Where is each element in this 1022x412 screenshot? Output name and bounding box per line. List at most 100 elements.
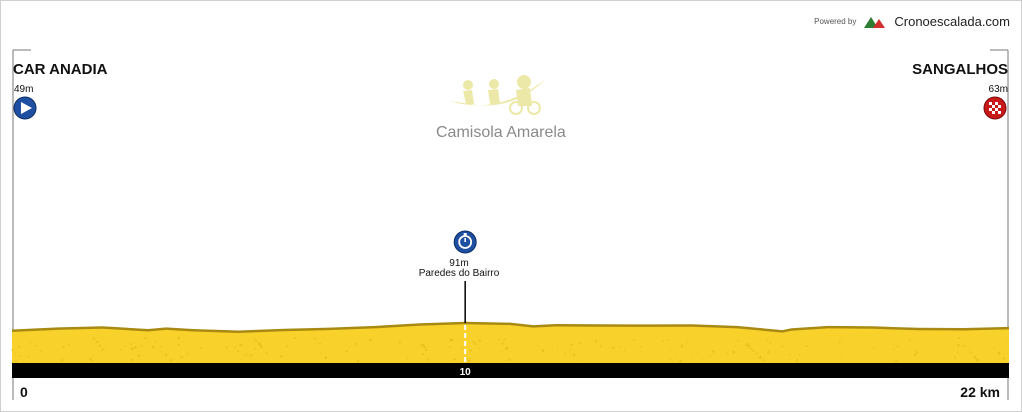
texture-speck bbox=[892, 348, 895, 351]
texture-speck bbox=[60, 359, 64, 362]
texture-speck bbox=[998, 353, 1001, 355]
texture-speck bbox=[905, 343, 907, 345]
texture-speck bbox=[253, 341, 255, 343]
texture-speck bbox=[710, 355, 712, 358]
texture-speck bbox=[151, 345, 155, 349]
texture-speck bbox=[255, 340, 258, 342]
texture-speck bbox=[11, 348, 14, 351]
axis-end-label: 22 km bbox=[960, 384, 1000, 400]
texture-speck bbox=[623, 350, 626, 352]
texture-speck bbox=[180, 356, 183, 359]
texture-speck bbox=[67, 343, 70, 346]
texture-speck bbox=[257, 342, 261, 346]
distance-axis-bar bbox=[12, 363, 1009, 378]
texture-speck bbox=[747, 344, 750, 348]
texture-speck bbox=[134, 346, 137, 349]
texture-speck bbox=[469, 349, 473, 352]
texture-speck bbox=[319, 342, 321, 345]
texture-speck bbox=[421, 353, 425, 356]
brand-link[interactable]: Cronoescalada.com bbox=[894, 14, 1010, 29]
texture-speck bbox=[872, 347, 874, 350]
texture-speck bbox=[914, 349, 917, 352]
texture-speck bbox=[758, 356, 762, 360]
texture-speck bbox=[570, 343, 573, 347]
powered-by-label: Powered by bbox=[814, 17, 857, 26]
texture-speck bbox=[619, 346, 621, 348]
texture-speck bbox=[756, 352, 759, 355]
profile-texture bbox=[11, 336, 1009, 363]
texture-speck bbox=[449, 338, 453, 342]
texture-speck bbox=[254, 347, 257, 350]
texture-speck bbox=[426, 358, 429, 361]
finish-altitude: 63m bbox=[988, 84, 1008, 95]
texture-speck bbox=[767, 350, 770, 354]
texture-speck bbox=[795, 359, 798, 361]
texture-speck bbox=[356, 360, 360, 363]
texture-speck bbox=[40, 350, 42, 352]
texture-speck bbox=[500, 350, 502, 353]
texture-speck bbox=[460, 339, 462, 341]
texture-speck bbox=[506, 347, 509, 350]
texture-speck bbox=[973, 355, 977, 359]
texture-speck bbox=[680, 345, 684, 348]
texture-speck bbox=[177, 336, 180, 340]
texture-speck bbox=[732, 350, 736, 354]
texture-speck bbox=[259, 344, 263, 347]
texture-speck bbox=[968, 349, 970, 351]
texture-speck bbox=[103, 349, 105, 351]
texture-speck bbox=[93, 338, 96, 341]
texture-speck bbox=[29, 341, 31, 344]
texture-speck bbox=[765, 338, 768, 341]
watermark-text: Camisola Amarela bbox=[436, 124, 566, 141]
texture-speck bbox=[666, 338, 669, 341]
texture-speck bbox=[537, 345, 539, 347]
texture-speck bbox=[681, 344, 683, 346]
texture-speck bbox=[470, 358, 472, 360]
texture-speck bbox=[186, 353, 188, 356]
texture-speck bbox=[963, 344, 966, 347]
texture-speck bbox=[578, 342, 581, 345]
texture-speck bbox=[354, 342, 358, 345]
axis-start-label: 0 bbox=[20, 384, 28, 400]
texture-speck bbox=[969, 351, 972, 354]
texture-speck bbox=[579, 359, 582, 361]
texture-speck bbox=[131, 347, 134, 351]
texture-speck bbox=[478, 347, 481, 350]
texture-speck bbox=[97, 342, 99, 344]
texture-speck bbox=[27, 356, 30, 358]
texture-speck bbox=[95, 340, 98, 343]
texture-speck bbox=[17, 345, 21, 348]
texture-speck bbox=[465, 357, 468, 360]
texture-speck bbox=[154, 340, 157, 343]
texture-speck bbox=[422, 344, 425, 347]
texture-speck bbox=[570, 349, 572, 351]
texture-speck bbox=[240, 343, 243, 347]
climb-timer-icon bbox=[453, 230, 477, 254]
texture-speck bbox=[599, 345, 602, 348]
texture-speck bbox=[159, 345, 162, 348]
texture-speck bbox=[225, 346, 228, 349]
texture-speck bbox=[15, 352, 17, 354]
texture-speck bbox=[467, 359, 471, 363]
texture-speck bbox=[788, 353, 791, 356]
waypoint-altitude: 91m bbox=[449, 258, 469, 269]
start-altitude: 49m bbox=[14, 84, 34, 95]
texture-speck bbox=[1002, 357, 1005, 360]
texture-speck bbox=[14, 360, 17, 363]
texture-speck bbox=[234, 346, 236, 348]
cronoescalada-logo-icon bbox=[864, 17, 885, 28]
texture-speck bbox=[690, 354, 693, 356]
texture-speck bbox=[280, 355, 283, 358]
texture-speck bbox=[726, 352, 728, 355]
texture-speck bbox=[957, 351, 959, 353]
texture-speck bbox=[501, 342, 504, 345]
texture-speck bbox=[976, 358, 978, 361]
texture-speck bbox=[169, 359, 172, 362]
texture-speck bbox=[460, 347, 463, 350]
texture-speck bbox=[541, 349, 545, 353]
texture-speck bbox=[750, 347, 753, 350]
texture-speck bbox=[954, 356, 956, 359]
texture-speck bbox=[472, 340, 475, 343]
texture-speck bbox=[137, 354, 141, 357]
